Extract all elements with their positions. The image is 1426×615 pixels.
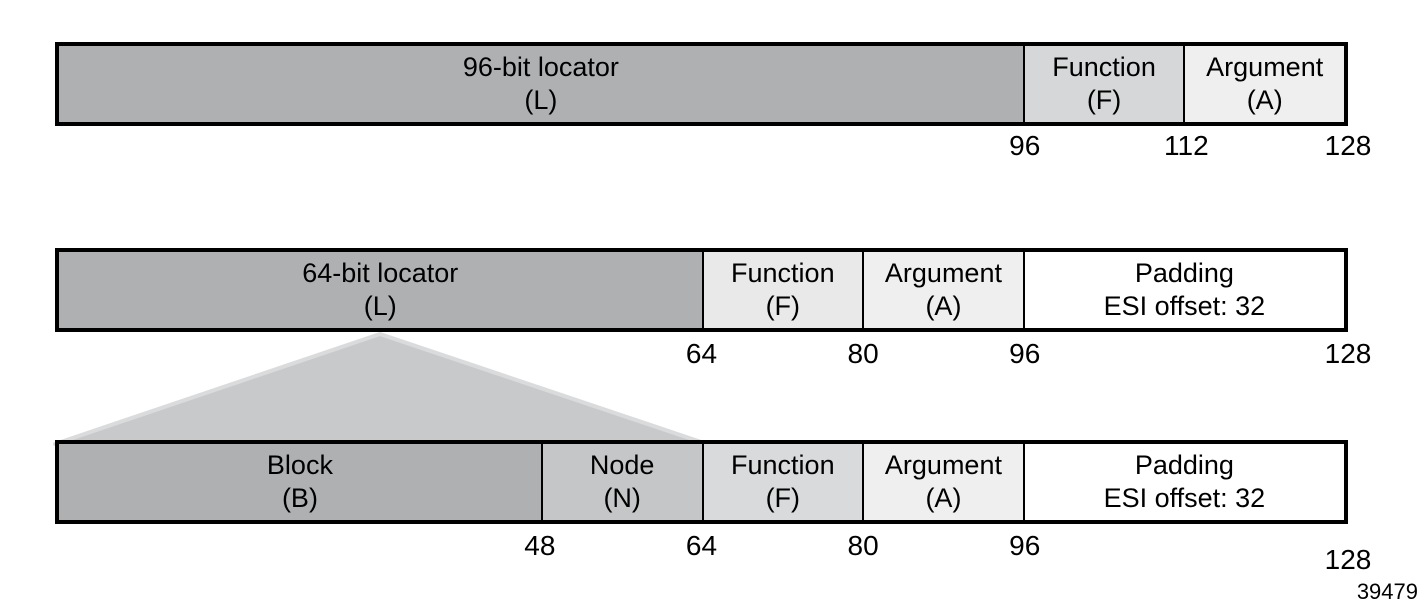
segment-label-line1: Argument <box>1206 52 1324 82</box>
segment-label-line2: ESI offset: 32 <box>1103 291 1266 321</box>
segment-label-line1: Function <box>1052 52 1156 82</box>
bit-marker-128: 128 <box>1324 544 1372 575</box>
segment-label-line2: (B) <box>281 483 318 513</box>
segment-label-line2: (A) <box>925 291 962 321</box>
segment-label-line1: Function <box>731 450 835 480</box>
segment-label-line2: (A) <box>1246 85 1283 115</box>
sid-format-64-bit-locator-bit-markers: 64 80 96 128 <box>55 338 1371 384</box>
bit-marker-96: 96 <box>1009 338 1041 369</box>
segment-label-line1: 96-bit locator <box>462 52 619 82</box>
segment-label-line1: Argument <box>884 258 1002 288</box>
sid-format-block-node-bit-markers: 48 64 80 96 128 <box>55 530 1371 576</box>
bit-marker-80: 80 <box>847 530 879 561</box>
bit-marker-128: 128 <box>1324 130 1372 161</box>
segment-function: Function(F) <box>701 252 863 328</box>
bit-marker-96: 96 <box>1009 130 1041 161</box>
segment-locator-64: 64-bit locator(L) <box>59 252 702 328</box>
segment-label-line1: Node <box>589 450 655 480</box>
segment-label-line2: (N) <box>603 483 641 513</box>
sid-format-96-bit-locator-bar: 96-bit locator(L)Function(F)Argument(A) <box>55 42 1348 126</box>
segment-label-line1: 64-bit locator <box>302 258 459 288</box>
segment-label-line2: (F) <box>765 483 801 513</box>
segment-label-line1: Padding <box>1134 258 1234 288</box>
segment-argument: Argument(A) <box>862 444 1023 520</box>
sid-format-64-bit-locator-bar: 64-bit locator(L)Function(F)Argument(A)P… <box>55 248 1348 332</box>
bit-marker-112: 112 <box>1164 130 1209 161</box>
segment-label-line2: (F) <box>1086 85 1122 115</box>
figure-number: 39479 <box>1356 579 1418 604</box>
segment-label-line2: ESI offset: 32 <box>1103 483 1266 513</box>
bit-marker-64: 64 <box>685 338 718 369</box>
segment-argument: Argument(A) <box>862 252 1023 328</box>
bit-marker-80: 80 <box>847 338 879 369</box>
segment-label-line2: (F) <box>765 291 801 321</box>
bit-marker-128: 128 <box>1324 338 1372 369</box>
bit-marker-48: 48 <box>524 530 556 561</box>
segment-label-line2: (A) <box>925 483 962 513</box>
sid-format-block-node-bar: Block(B)Node(N)Function(F)Argument(A)Pad… <box>55 440 1348 524</box>
segment-block: Block(B) <box>59 444 541 520</box>
segment-function: Function(F) <box>701 444 863 520</box>
segment-argument: Argument(A) <box>1183 46 1344 122</box>
sid-format-96-bit-locator-bit-markers: 96 112 128 <box>55 130 1371 176</box>
segment-label-line1: Argument <box>884 450 1002 480</box>
segment-locator-96: 96-bit locator(L) <box>59 46 1023 122</box>
segment-label-line2: (L) <box>363 291 397 321</box>
segment-label-line1: Padding <box>1134 450 1234 480</box>
bit-marker-64: 64 <box>685 530 718 561</box>
segment-label-line1: Block <box>266 450 333 480</box>
segment-node: Node(N) <box>540 444 702 520</box>
segment-function: Function(F) <box>1022 46 1184 122</box>
bit-marker-96: 96 <box>1009 530 1041 561</box>
segment-label-line2: (L) <box>524 85 558 115</box>
segment-label-line1: Function <box>731 258 835 288</box>
